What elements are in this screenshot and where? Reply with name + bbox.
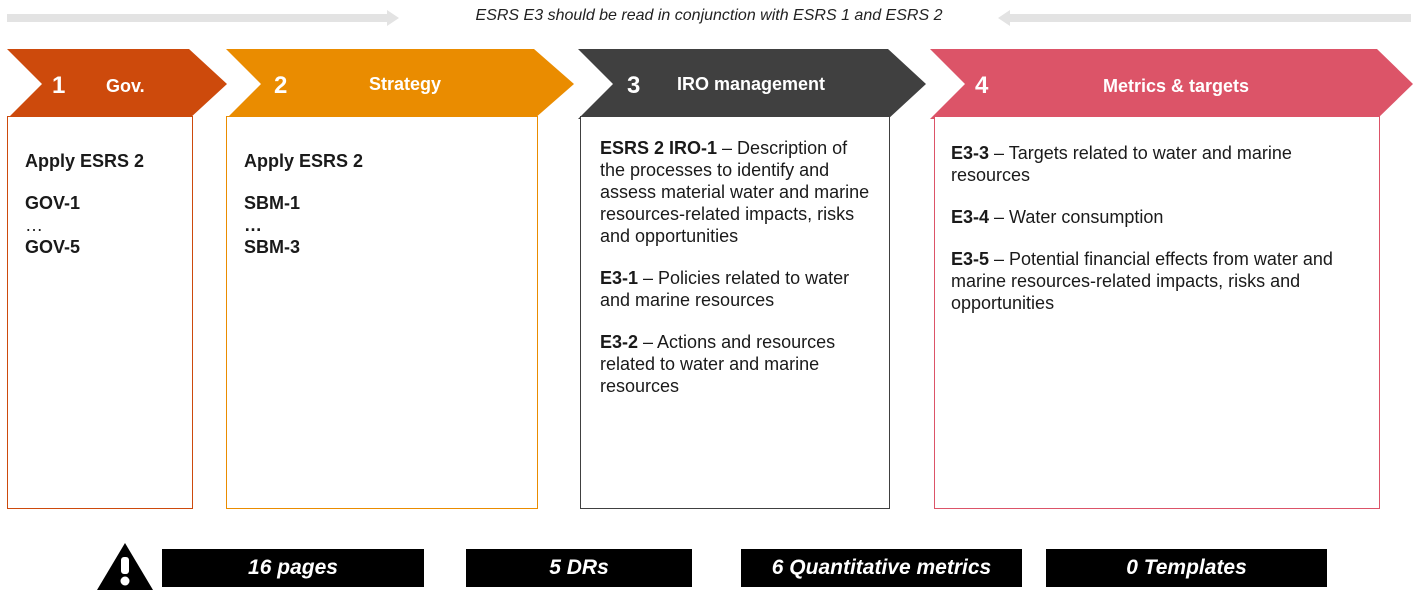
metrics-item-text: – Targets related to water and marine re… [951,143,1292,185]
chevron-title-metrics: Metrics & targets [1103,76,1250,96]
iro-item-code: E3-2 [600,332,639,352]
chevron-title-iro: IRO management [677,74,826,94]
stat-templates: 0 Templates [1046,549,1327,587]
metrics-item: E3-4 – Water consumption [951,206,1359,228]
chevron-number-2: 2 [274,72,288,99]
iro-item-code: ESRS 2 IRO-1 [600,138,718,158]
chevron-title-strategy: Strategy [369,74,442,94]
chevron-metrics [930,49,1413,119]
chevron-number-1: 1 [52,72,66,99]
iro-item: E3-1 – Policies related to water and mar… [600,267,871,311]
header-note: ESRS E3 should be read in conjunction wi… [475,7,943,24]
iro-item-code: E3-1 [600,268,639,288]
strategy-apply-label: Apply ESRS 2 [244,151,364,171]
gov-last-dr: GOV-5 [25,237,81,257]
strategy-box: Apply ESRS 2 SBM-1 … SBM-3 [226,116,538,509]
iro-item: ESRS 2 IRO-1 – Description of the proces… [600,137,871,247]
chevron-number-3: 3 [627,72,641,99]
metrics-item-text: – Potential financial effects from water… [951,249,1333,313]
right-arrow-icon [7,10,399,26]
strategy-last-dr: SBM-3 [244,237,301,257]
metrics-item-code: E3-5 [951,249,990,269]
chevron-gov [7,49,227,119]
gov-ellipsis: … [25,215,43,235]
gov-apply-label: Apply ESRS 2 [25,151,145,171]
metrics-item-text: – Water consumption [989,207,1164,227]
chevron-number-4: 4 [975,72,989,99]
gov-box: Apply ESRS 2 GOV-1 … GOV-5 [7,116,193,509]
strategy-first-dr: SBM-1 [244,193,301,213]
stat-pages: 16 pages [162,549,424,587]
left-arrow-icon [998,10,1411,26]
metrics-box: E3-3 – Targets related to water and mari… [934,116,1380,509]
iro-box: ESRS 2 IRO-1 – Description of the proces… [580,116,890,509]
strategy-ellipsis: … [244,215,262,235]
metrics-item: E3-3 – Targets related to water and mari… [951,142,1359,186]
stat-quantitative-metrics: 6 Quantitative metrics [741,549,1022,587]
stat-drs: 5 DRs [466,549,692,587]
iro-item: E3-2 – Actions and resources related to … [600,331,871,397]
metrics-item: E3-5 – Potential financial effects from … [951,248,1359,314]
iro-item-text: – Policies related to water and marine r… [600,268,850,310]
metrics-item-code: E3-4 [951,207,990,227]
chevron-title-gov: Gov. [106,76,145,96]
warning-triangle-icon [97,543,153,590]
iro-item-text: – Description of the processes to identi… [600,138,870,246]
metrics-item-code: E3-3 [951,143,990,163]
chevron-iro [578,49,926,119]
chevron-strategy [226,49,574,119]
iro-item-text: – Actions and resources related to water… [600,332,836,396]
gov-first-dr: GOV-1 [25,193,81,213]
